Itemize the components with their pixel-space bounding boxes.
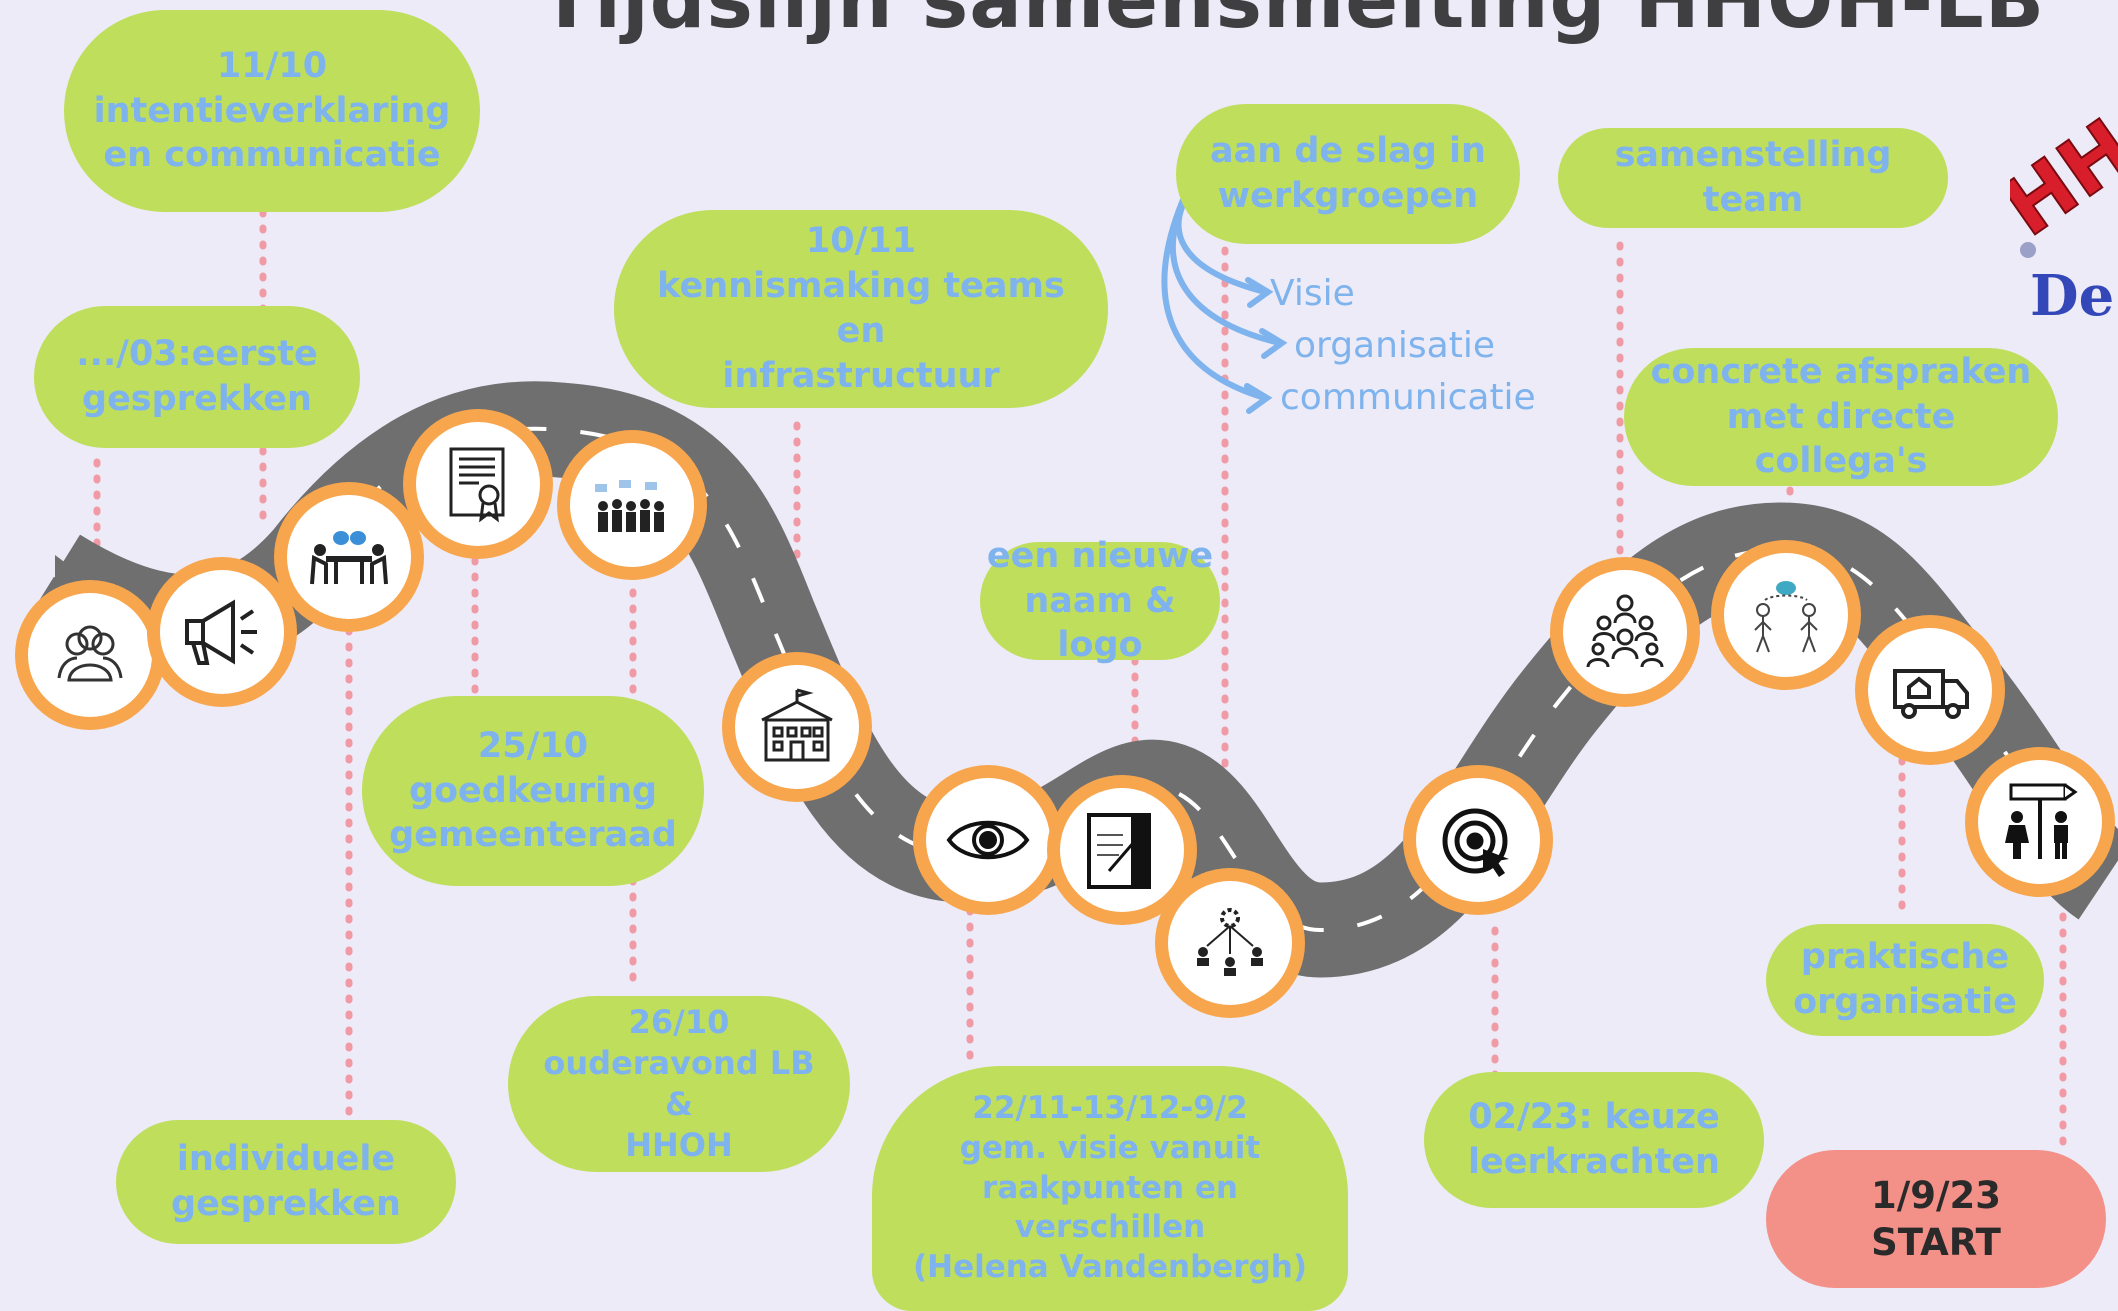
- node-9: [1155, 868, 1305, 1018]
- meeting-table-icon: [310, 531, 388, 585]
- topic-organisatie: organisatie: [1294, 325, 1496, 366]
- moving-van-icon: [1893, 669, 1969, 719]
- team-icon: [1586, 594, 1664, 668]
- megaphone-icon: [185, 599, 257, 665]
- werkgroepen-topics: Visie organisatie communicatie: [1270, 268, 1536, 424]
- label-nieuwe-naam-logo: een nieuwe naam & logo: [980, 536, 1220, 665]
- label-individuele-gesprekken: individuele gesprekken: [116, 1120, 456, 1244]
- label-kennismaking: 10/11 kennismaking teams en infrastructu…: [614, 210, 1108, 408]
- label-samenstelling-team: samenstelling team: [1558, 128, 1948, 228]
- school-sign-icon: [2005, 783, 2078, 859]
- label-text: 25/10 goedkeuring gemeenteraad: [389, 725, 677, 856]
- node-10: [1403, 765, 1553, 915]
- node-7: [913, 765, 1063, 915]
- node-3: [274, 482, 424, 632]
- label-text: praktische organisatie: [1793, 937, 2017, 1022]
- node-1: [15, 580, 165, 730]
- node-4: [403, 409, 553, 559]
- network-icon: [1197, 908, 1263, 976]
- label-text: samenstelling team: [1614, 135, 1892, 220]
- label-text: 02/23: keuze leerkrachten: [1468, 1097, 1720, 1182]
- label-keuze-leerkrachten: 02/23: keuze leerkrachten: [1424, 1072, 1764, 1208]
- label-text: 11/10 intentieverklaring en communicatie: [93, 45, 451, 176]
- label-text: individuele gesprekken: [171, 1139, 401, 1224]
- node-6: [722, 652, 872, 802]
- label-gemeenschappelijke-visie: 22/11-13/12-9/2 gem. visie vanuit raakpu…: [872, 1066, 1348, 1311]
- label-text: .../03:eerste gesprekken: [76, 334, 318, 419]
- label-ouderavond: 26/10 ouderavond LB & HHOH: [508, 996, 850, 1172]
- node-8: [1047, 775, 1197, 925]
- label-text: aan de slag in werkgroepen: [1210, 131, 1486, 216]
- topic-visie: Visie: [1270, 273, 1355, 314]
- label-text: 26/10 ouderavond LB & HHOH: [543, 1003, 815, 1164]
- node-13: [1855, 615, 2005, 765]
- target-icon: [1442, 808, 1509, 877]
- topic-communicatie: communicatie: [1280, 377, 1536, 418]
- node-12: [1711, 540, 1861, 690]
- conversation-icon: [1754, 581, 1818, 653]
- eye-icon: [946, 820, 1030, 860]
- label-text: een nieuwe naam & logo: [986, 535, 1214, 666]
- label-start: 1/9/23 START: [1766, 1150, 2106, 1288]
- certificate-icon: [449, 447, 505, 523]
- node-14: [1965, 747, 2115, 897]
- diagram-title: Tijdslijn samensmelting HHOH-LB: [540, 0, 2046, 46]
- node-2: [147, 557, 297, 707]
- svg-text:HH: HH: [2010, 101, 2118, 254]
- label-werkgroepen: aan de slag in werkgroepen: [1176, 104, 1520, 244]
- label-praktische-organisatie: praktische organisatie: [1766, 924, 2044, 1036]
- node-11: [1550, 557, 1700, 707]
- document-pen-icon: [1087, 813, 1151, 889]
- node-5: [557, 430, 707, 580]
- school-logo: HH De: [2010, 100, 2118, 329]
- people-group-icon: [57, 625, 123, 682]
- label-eerste-gesprekken: .../03:eerste gesprekken: [34, 306, 360, 448]
- label-concrete-afspraken: concrete afspraken met directe collega's: [1624, 348, 2058, 486]
- label-text: 1/9/23 START: [1870, 1173, 2001, 1264]
- label-goedkeuring-gemeenteraad: 25/10 goedkeuring gemeenteraad: [362, 696, 704, 886]
- label-text: concrete afspraken met directe collega's: [1650, 351, 2032, 482]
- crowd-icon: [595, 480, 664, 532]
- school-building-icon: [761, 688, 833, 762]
- label-text: 22/11-13/12-9/2 gem. visie vanuit raakpu…: [912, 1090, 1308, 1285]
- svg-text:De: De: [2030, 263, 2114, 329]
- label-text: 10/11 kennismaking teams en infrastructu…: [657, 221, 1065, 396]
- label-intentieverklaring: 11/10 intentieverklaring en communicatie: [64, 10, 480, 212]
